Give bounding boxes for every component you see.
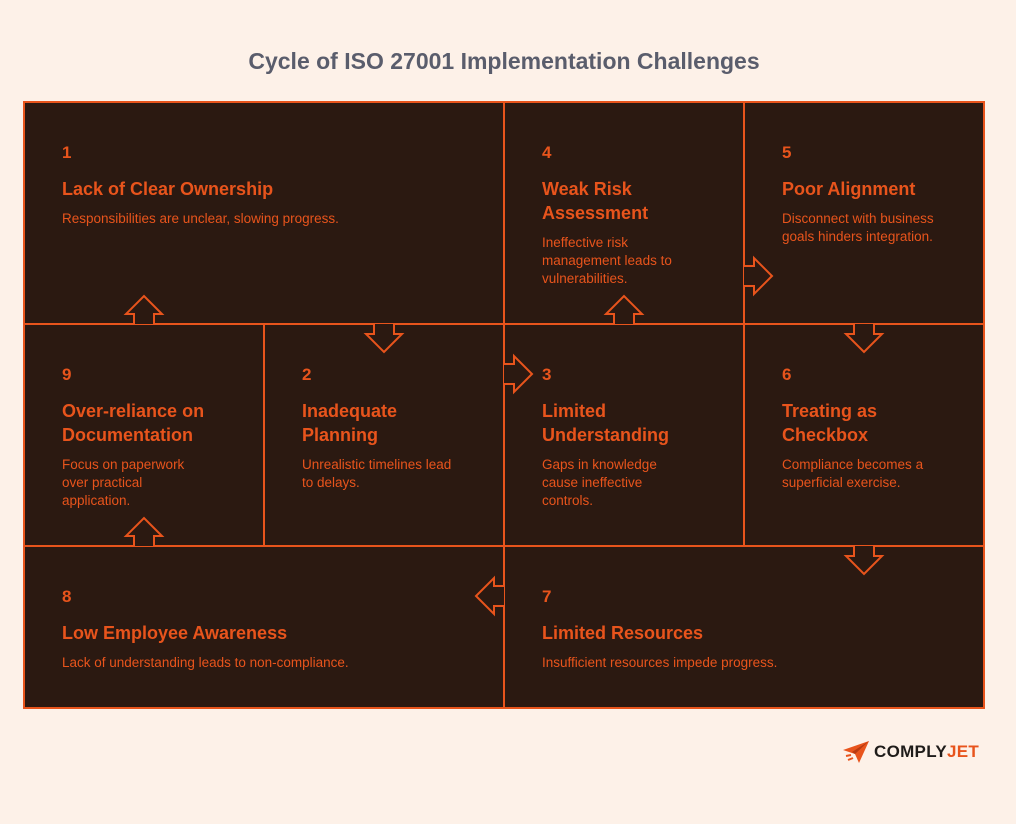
cell-heading: Poor Alignment bbox=[782, 179, 916, 199]
cell-number: 2 bbox=[302, 365, 312, 384]
arrow-3-to-4 bbox=[603, 294, 645, 324]
logo-wordmark: COMPLYJET bbox=[874, 742, 980, 761]
arrow-5-to-6 bbox=[843, 324, 885, 354]
cell-description: Responsibilities are unclear, slowing pr… bbox=[62, 211, 339, 226]
cell-description: Unrealistic timelines lead to delays. bbox=[302, 457, 452, 490]
cell-heading: Over-reliance on Documentation bbox=[62, 401, 205, 445]
paper-plane-icon bbox=[843, 741, 869, 763]
cell-number: 5 bbox=[782, 143, 792, 162]
cell-description: Insufficient resources impede progress. bbox=[542, 655, 778, 670]
arrow-8-to-9 bbox=[123, 516, 165, 546]
cell-heading: Limited Resources bbox=[542, 623, 704, 643]
arrow-2-to-3 bbox=[504, 353, 534, 395]
arrow-4-to-5 bbox=[744, 255, 774, 297]
cell-number: 4 bbox=[542, 143, 552, 162]
cell-heading: Inadequate Planning bbox=[302, 401, 398, 445]
cell-heading: Weak Risk Assessment bbox=[542, 179, 649, 223]
cell-description: Lack of understanding leads to non-compl… bbox=[62, 655, 349, 670]
cell-number: 8 bbox=[62, 587, 72, 606]
diagram-title: Cycle of ISO 27001 Implementation Challe… bbox=[248, 48, 760, 74]
cell-number: 9 bbox=[62, 365, 72, 384]
cell-description: Disconnect with business goals hinders i… bbox=[782, 211, 934, 244]
cell-number: 1 bbox=[62, 143, 72, 162]
cell-description: Focus on paperwork over practical applic… bbox=[62, 457, 185, 508]
cell-heading: Low Employee Awareness bbox=[62, 623, 288, 643]
cell-number: 6 bbox=[782, 365, 792, 384]
cell-description: Compliance becomes a superficial exercis… bbox=[782, 457, 924, 490]
cell-description: Gaps in knowledge cause ineffective cont… bbox=[542, 457, 657, 508]
arrow-1-to-2 bbox=[363, 324, 405, 354]
arrow-7-to-8 bbox=[474, 575, 504, 617]
cell-number: 7 bbox=[542, 587, 552, 606]
cell-heading: Limited Understanding bbox=[542, 401, 670, 445]
cell-number: 3 bbox=[542, 365, 552, 384]
cell-heading: Treating as Checkbox bbox=[782, 401, 878, 445]
arrow-6-to-7 bbox=[843, 546, 885, 576]
arrow-9-to-1 bbox=[123, 294, 165, 324]
cell-heading: Lack of Clear Ownership bbox=[62, 179, 274, 199]
cell-description: Ineffective risk management leads to vul… bbox=[542, 235, 672, 286]
complyjet-logo: COMPLYJET bbox=[842, 740, 979, 764]
